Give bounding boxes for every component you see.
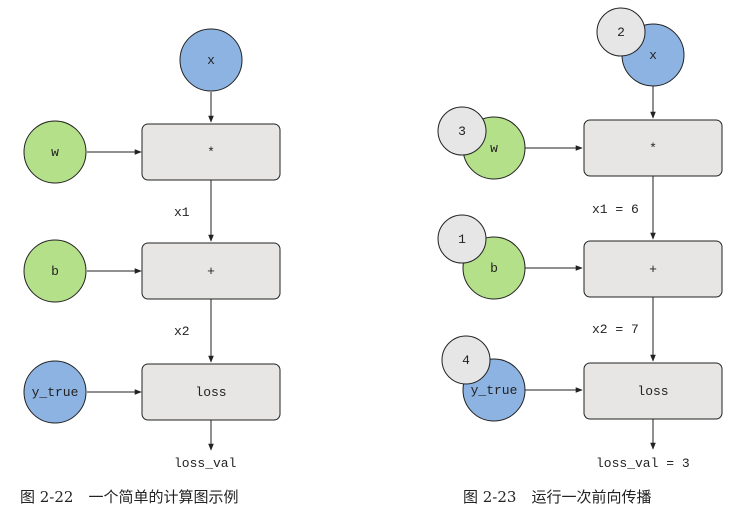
left-op-mul-box	[141, 123, 281, 181]
right-node-b-label: b	[490, 261, 498, 276]
left-node-w-label: w	[51, 145, 59, 160]
left-node-x-label: x	[207, 53, 215, 68]
right-node-w-label: w	[490, 141, 498, 156]
right-op-mul-label: *	[649, 141, 657, 156]
right-op-loss-label: loss	[637, 384, 668, 399]
left-edge-label-x2: x2	[174, 324, 190, 339]
left-edge-label-x1: x1	[174, 205, 190, 220]
right-op-loss-box	[583, 362, 723, 420]
right-figure: x 2 w 3 b 1 y_true 4 * + loss x1 = 6 x2 …	[437, 7, 723, 471]
right-edge-label-out: loss_val = 3	[596, 456, 690, 471]
right-badge-ytrue-value: 4	[462, 353, 470, 368]
right-op-add-label: +	[649, 262, 657, 277]
left-edge-label-out: loss_val	[174, 456, 237, 471]
right-node-ytrue-label: y_true	[471, 383, 518, 398]
left-figure: x w b y_true * + loss x1 x2 loss_val	[23, 28, 281, 471]
left-op-mul-label: *	[207, 145, 215, 160]
right-figure-caption: 图 2-23 运行一次前向传播	[463, 488, 652, 506]
right-badge-x-value: 2	[617, 25, 625, 40]
right-node-x-label: x	[649, 48, 657, 63]
left-node-w-circle	[23, 120, 87, 184]
left-node-ytrue-label: y_true	[32, 385, 79, 400]
right-edge-label-x2: x2 = 7	[592, 322, 639, 337]
right-badge-x-circle	[596, 7, 646, 57]
left-op-loss-label: loss	[195, 385, 226, 400]
left-node-b-label: b	[51, 264, 59, 279]
left-figure-caption: 图 2-22 一个简单的计算图示例	[20, 488, 239, 506]
left-op-add-label: +	[207, 264, 215, 279]
left-node-ytrue-circle	[23, 360, 87, 424]
left-node-x-circle	[179, 28, 243, 92]
left-op-add-box	[141, 242, 281, 300]
right-op-mul-box	[583, 119, 723, 177]
left-node-b-circle	[23, 239, 87, 303]
right-badge-w-circle	[437, 106, 487, 156]
right-badge-ytrue-circle	[441, 335, 491, 385]
left-op-loss-box	[141, 363, 281, 421]
right-badge-b-circle	[437, 214, 487, 264]
right-badge-b-value: 1	[458, 232, 466, 247]
right-edge-label-x1: x1 = 6	[592, 202, 639, 217]
right-op-add-box	[583, 240, 723, 298]
right-badge-w-value: 3	[458, 124, 466, 139]
